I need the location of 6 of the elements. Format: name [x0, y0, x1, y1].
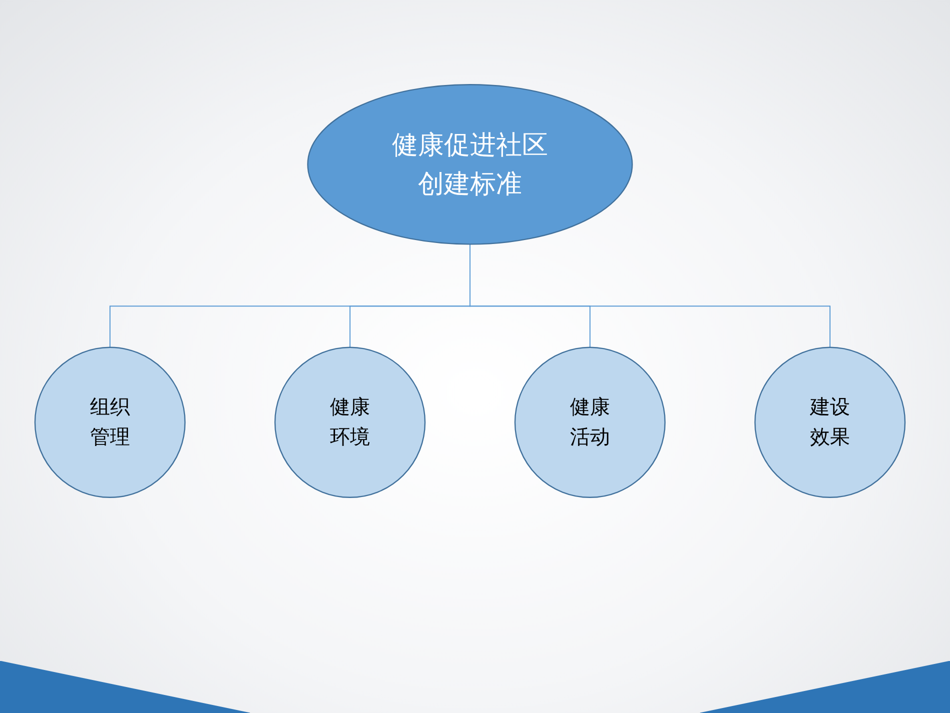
node-circle: 组织管理 — [34, 346, 186, 498]
node-circle: 建设效果 — [754, 346, 906, 498]
node-circle: 健康环境 — [274, 346, 426, 498]
connector — [470, 244, 830, 348]
node-ellipse: 健康促进社区创建标准 — [307, 84, 633, 245]
node-circle: 健康活动 — [514, 346, 666, 498]
